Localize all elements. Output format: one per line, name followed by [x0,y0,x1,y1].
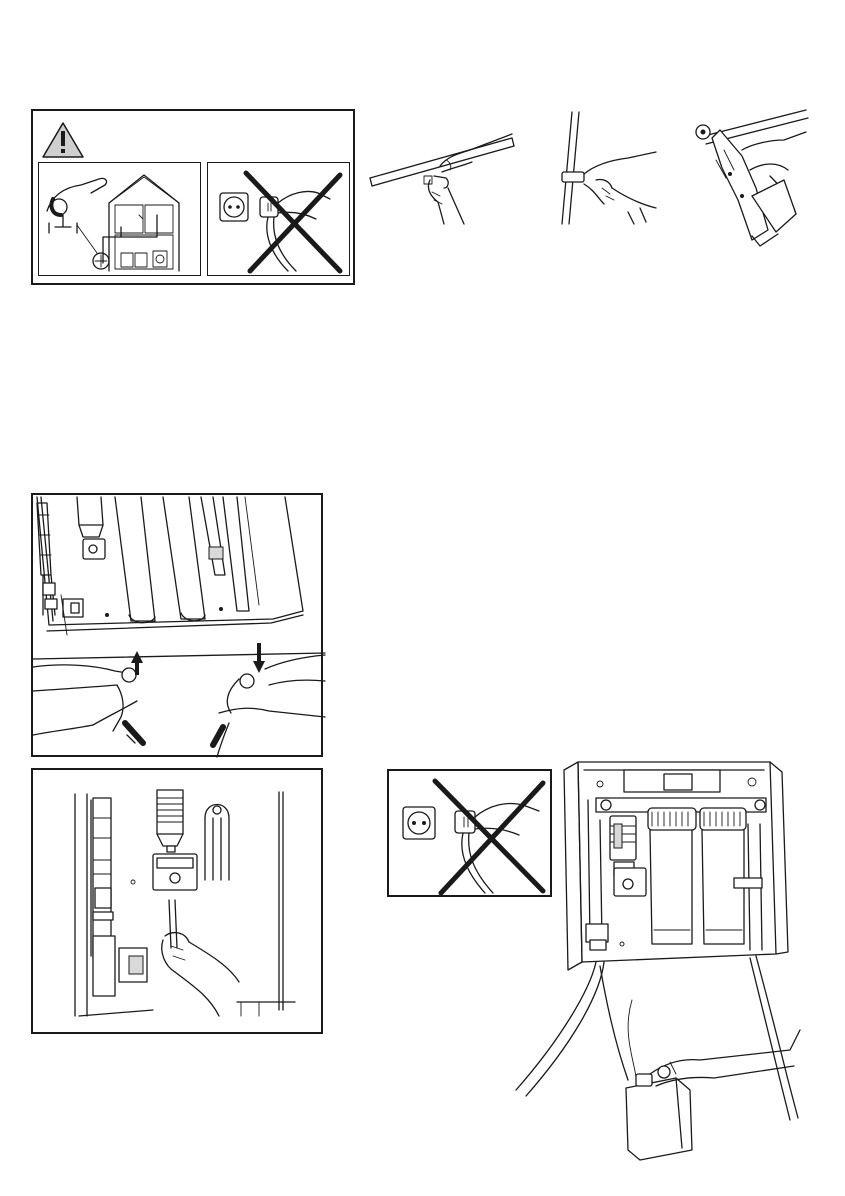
drain-unit-scene [0,0,845,1196]
